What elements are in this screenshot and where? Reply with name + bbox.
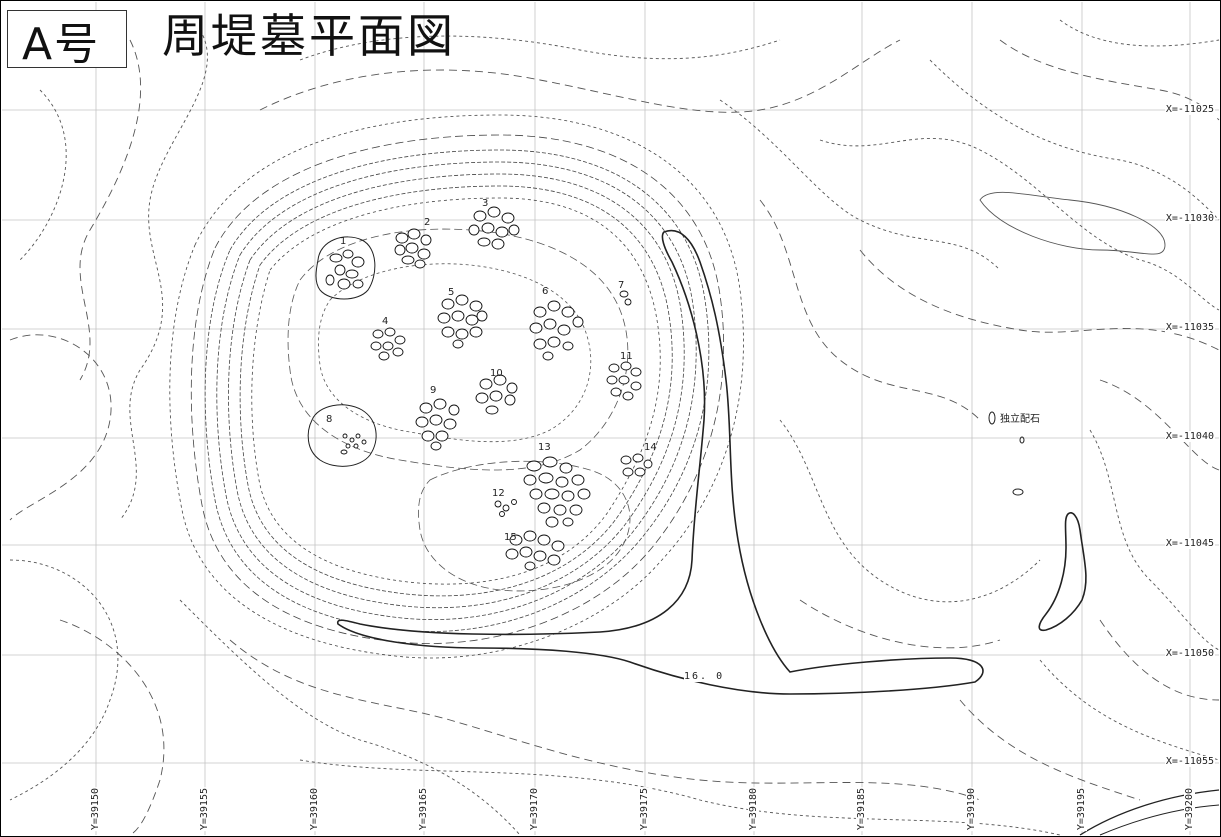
stone-group-6	[529, 300, 584, 361]
small-oval-2	[1012, 488, 1024, 496]
stone-clusters	[325, 206, 653, 571]
x-label-3: X=-11040	[1164, 431, 1215, 442]
x-label-5: X=-11050	[1164, 648, 1215, 659]
pit-outline-8	[307, 404, 377, 467]
y-label-10: Y=39200	[1184, 786, 1195, 831]
stone-group-1	[325, 249, 365, 290]
stone-group-9	[415, 398, 460, 451]
y-label-9: Y=39195	[1076, 786, 1087, 831]
stone-group-8	[340, 433, 367, 455]
independent-stone-label: 独立配石	[1000, 414, 1040, 425]
stone-group-7	[619, 290, 632, 306]
stone-group-label-8: 8	[326, 414, 333, 425]
y-label-2: Y=39160	[309, 786, 320, 831]
stone-group-label-3: 3	[482, 198, 489, 209]
stone-group-label-9: 9	[430, 385, 437, 396]
stone-group-label-6: 6	[542, 286, 549, 297]
x-label-0: X=-11025	[1164, 104, 1215, 115]
x-label-4: X=-11045	[1164, 538, 1215, 549]
stone-group-label-7: 7	[618, 280, 625, 291]
stone-group-label-12: 12	[492, 488, 505, 499]
y-label-4: Y=39170	[529, 786, 540, 831]
stone-group-15	[505, 530, 565, 571]
y-label-8: Y=39190	[966, 786, 977, 831]
title-prefix: A号	[22, 19, 101, 70]
page-title: 周堤墓平面図	[162, 9, 456, 63]
stone-group-label-14: 14	[644, 442, 657, 453]
stone-group-10	[475, 374, 518, 415]
contour-elevation-label: 16. 0	[684, 671, 725, 682]
stone-group-14	[620, 453, 653, 477]
stone-group-13	[523, 456, 591, 528]
stone-group-11	[606, 361, 642, 401]
stone-group-label-11: 11	[620, 351, 633, 362]
dike-rings	[169, 114, 744, 659]
y-label-0: Y=39150	[90, 786, 101, 831]
terrain-contours	[9, 19, 1220, 836]
small-oval-1	[1019, 436, 1025, 444]
pit-outline-1	[315, 236, 376, 300]
stone-group-3	[468, 206, 520, 250]
stone-group-label-5: 5	[448, 287, 455, 298]
x-label-2: X=-11035	[1164, 322, 1215, 333]
stone-group-label-15: 15	[504, 532, 517, 543]
stone-group-5	[437, 294, 488, 349]
x-label-1: X=-11030	[1164, 213, 1215, 224]
y-label-6: Y=39180	[748, 786, 759, 831]
y-label-3: Y=39165	[418, 786, 429, 831]
stone-group-2	[394, 228, 432, 269]
independent-stone-marker	[988, 411, 996, 425]
stone-group-label-4: 4	[382, 316, 389, 327]
stone-group-label-1: 1	[340, 236, 347, 247]
x-label-6: X=-11055	[1164, 756, 1215, 767]
stone-group-label-13: 13	[538, 442, 551, 453]
solid-contours	[336, 229, 1220, 836]
stone-group-12	[494, 499, 517, 517]
stone-group-label-2: 2	[424, 217, 431, 228]
y-label-7: Y=39185	[856, 786, 867, 831]
y-label-1: Y=39155	[199, 786, 210, 831]
title-prefix-box: A号	[7, 10, 127, 70]
stone-group-4	[370, 327, 406, 361]
y-label-5: Y=39175	[639, 786, 650, 831]
stone-group-label-10: 10	[490, 368, 503, 379]
